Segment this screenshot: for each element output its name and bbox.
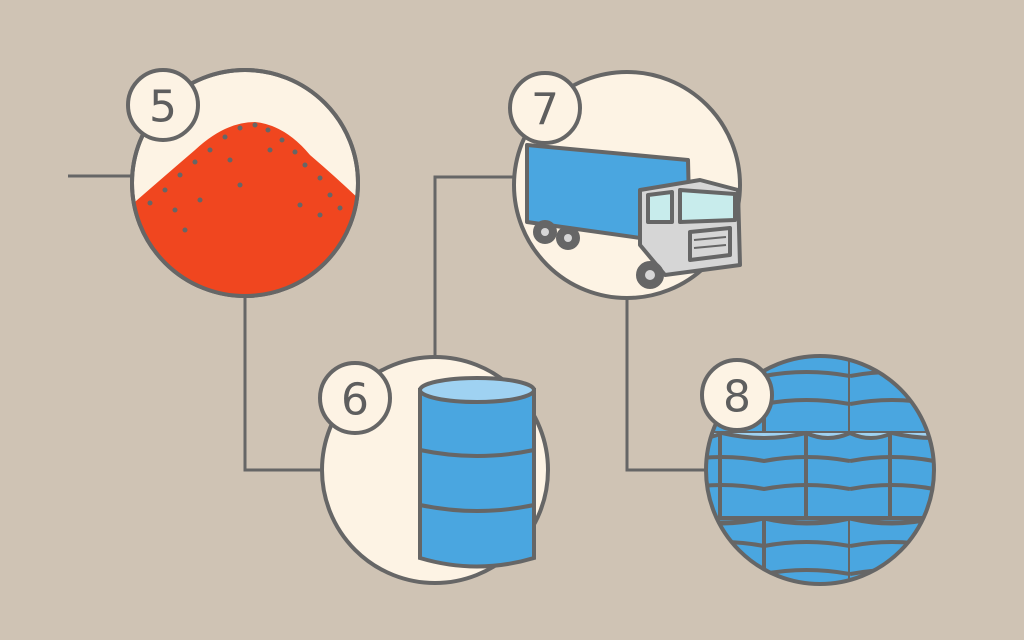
connector-lines: [68, 174, 707, 472]
step-8-number: 8: [723, 372, 751, 423]
step-5-badge: 5: [126, 68, 200, 142]
pile-dots-icon: [147, 122, 343, 233]
step-7-badge: 7: [508, 71, 582, 145]
barrel-icon: [418, 376, 536, 569]
step-6-barrel: 6: [318, 355, 550, 585]
step-7-number: 7: [531, 85, 559, 136]
step-8-stacked-barrels: 8: [700, 354, 936, 586]
step-5-pile: 5: [126, 68, 360, 298]
step-6-number: 6: [341, 375, 369, 426]
step-7-truck: 7: [508, 70, 742, 300]
step-6-badge: 6: [318, 361, 392, 435]
step-5-number: 5: [149, 82, 177, 133]
truck-icon: [525, 143, 742, 289]
step-8-badge: 8: [700, 358, 774, 432]
